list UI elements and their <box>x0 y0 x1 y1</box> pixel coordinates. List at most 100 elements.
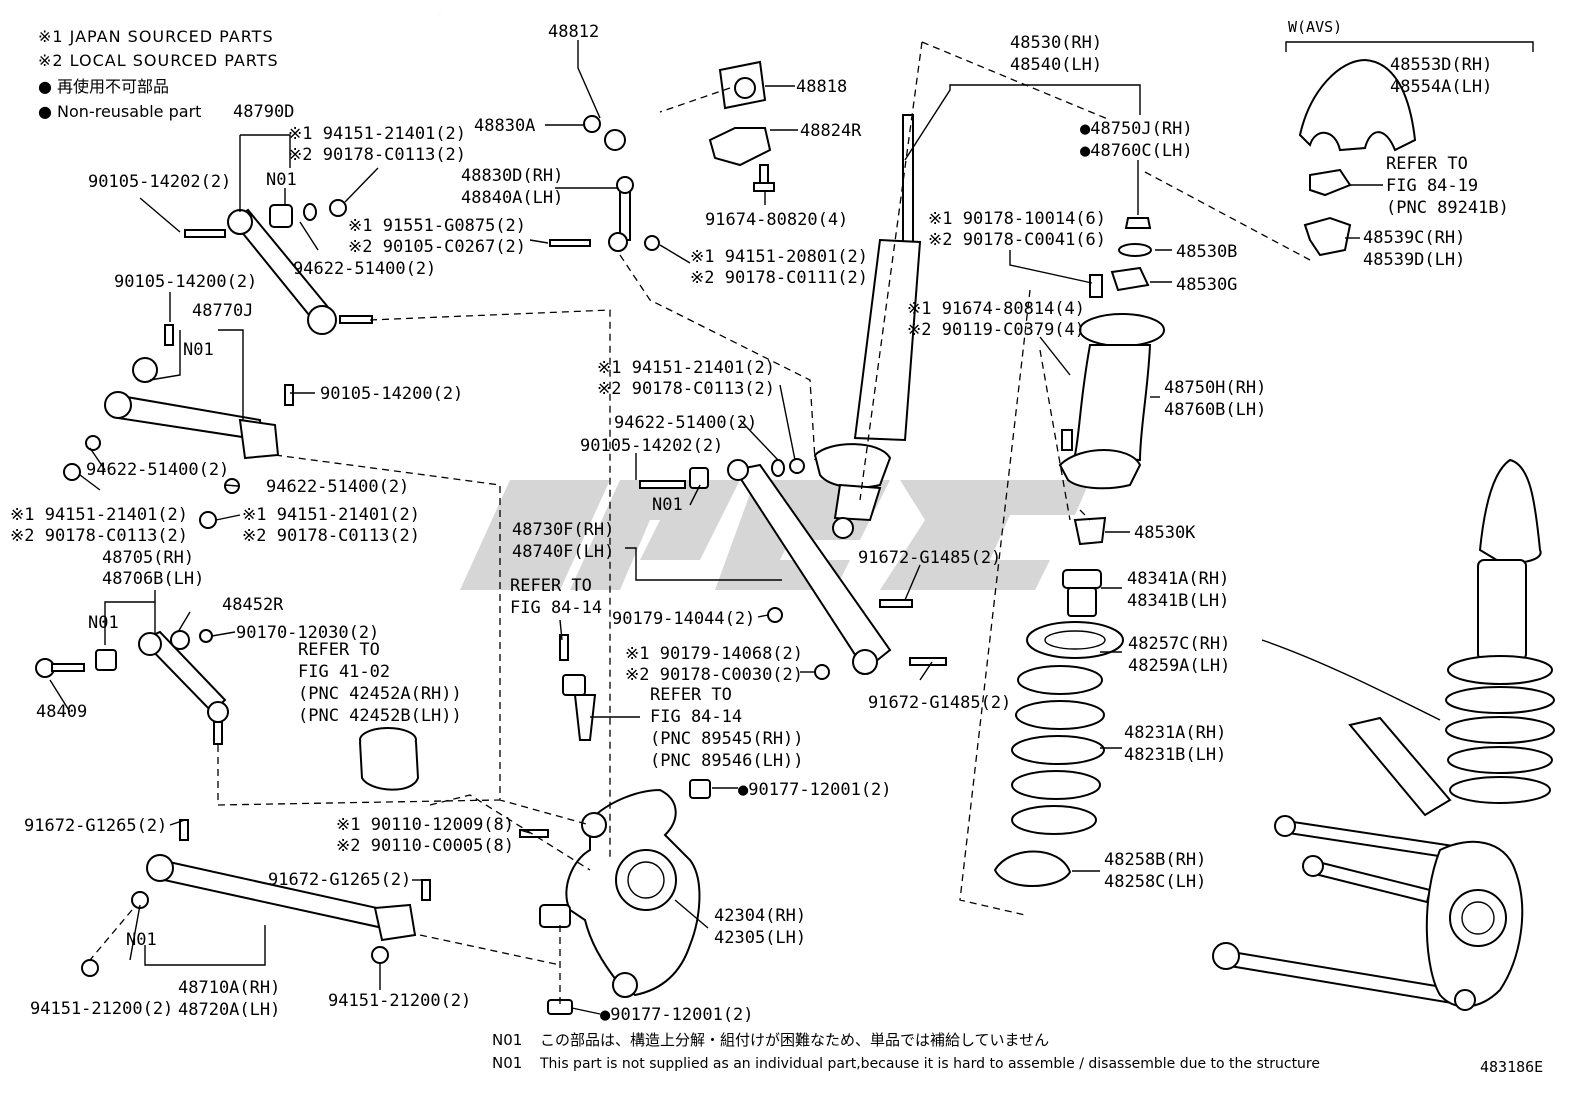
callout-91551-g0875: ※1 91551-G0875(2) <box>348 216 526 236</box>
callout-48231a: 48231A(RH) <box>1124 723 1226 743</box>
callout-42305: 42305(LH) <box>714 928 806 948</box>
footer-notes: N01 この部品は、構造上分解・組付けが困難なため、単品では補給していません N… <box>492 1031 1543 1076</box>
callout-48770j: 48770J <box>192 301 253 321</box>
rubber-boot <box>1298 58 1417 152</box>
callout-48530g: 48530G <box>1176 275 1237 295</box>
callout-90178-c0113-c: ※2 90178-C0113(2) <box>10 526 188 546</box>
refer-fig-41-02-line3: (PNC 42452A(RH)) <box>298 684 462 704</box>
callout-94151-21401-c: ※1 94151-21401(2) <box>10 505 188 525</box>
callout-48341a: 48341A(RH) <box>1127 569 1229 589</box>
footer-n01-ja-tag: N01 <box>492 1031 522 1049</box>
callout-94622-51400-a: 94622-51400(2) <box>293 259 436 279</box>
callout-90170-12030: 90170-12030(2) <box>236 623 379 643</box>
callout-48812: 48812 <box>548 22 599 42</box>
callout-48540-lh: 48540(LH) <box>1010 55 1102 75</box>
callout-94622-51400-c: 94622-51400(2) <box>86 460 229 480</box>
callout-48530-rh: 48530(RH) <box>1010 33 1102 53</box>
stabilizer-bar <box>439 11 663 153</box>
callout-48840a: 48840A(LH) <box>461 188 563 208</box>
callout-48830a: 48830A <box>474 116 535 136</box>
callout-90178-c0030: ※2 90178-C0030(2) <box>625 665 803 685</box>
callout-90178-10014: ※1 90178-10014(6) <box>928 209 1106 229</box>
callout-90105-14200-b: 90105-14200(2) <box>320 384 463 404</box>
refer-fig-84-14-b-line1: REFER TO <box>650 685 732 705</box>
callout-90178-c0113-a: ※2 90178-C0113(2) <box>288 145 466 165</box>
toe-control-arm-48790d <box>184 199 373 335</box>
callout-48539d: 48539D(LH) <box>1363 250 1465 270</box>
callout-48554a: 48554A(LH) <box>1390 77 1492 97</box>
callout-90178-c0111: ※2 90178-C0111(2) <box>690 268 868 288</box>
callout-48730f: 48730F(RH) <box>512 520 614 540</box>
callout-48720a: 48720A(LH) <box>178 1000 280 1020</box>
callout-91672-g1485-b: 91672-G1485(2) <box>868 693 1011 713</box>
footer-n01-ja-text: この部品は、構造上分解・組付けが困難なため、単品では補給していません <box>540 1031 1049 1049</box>
callout-48341b: 48341B(LH) <box>1127 591 1229 611</box>
lateral-arm-48705 <box>35 629 229 745</box>
lower-arm-48710a <box>81 819 431 977</box>
bound-stopper-48341 <box>1062 569 1102 617</box>
label-n01-e: N01 <box>126 930 157 950</box>
legend-non-reusable-en: ● Non-reusable part <box>38 102 201 121</box>
callout-48750j: ●48750J(RH) <box>1080 119 1193 139</box>
callout-90110-c0005: ※2 90110-C0005(8) <box>336 836 514 856</box>
legend-local-sourced: ※2 LOCAL SOURCED PARTS <box>38 51 279 70</box>
upper-spring-seat-48257 <box>1026 621 1124 659</box>
callout-48706b: 48706B(LH) <box>102 569 204 589</box>
refer-fig-84-14-b-line2: FIG 84-14 <box>650 707 742 727</box>
callout-94151-21401-b: ※1 94151-21401(2) <box>597 358 775 378</box>
legend-japan-sourced: ※1 JAPAN SOURCED PARTS <box>38 27 274 46</box>
label-n01-a: N01 <box>266 170 297 190</box>
callout-48258b: 48258B(RH) <box>1104 850 1206 870</box>
callout-94622-51400-d: 94622-51400(2) <box>266 477 409 497</box>
bushing-48530g <box>1089 266 1150 298</box>
callout-90105-14202-b: 90105-14202(2) <box>580 436 723 456</box>
callout-91672-g1485-a: 91672-G1485(2) <box>858 548 1001 568</box>
refer-fig-84-14-a-line1: REFER TO <box>510 576 592 596</box>
callout-42304: 42304(RH) <box>714 906 806 926</box>
part-callouts: 48790D 48812 48818 48824R 48830A 48830D(… <box>10 22 1509 1025</box>
refer-fig-41-02-line2: FIG 41-02 <box>298 662 390 682</box>
callout-94622-51400-b: 94622-51400(2) <box>614 413 757 433</box>
variant-bracket <box>1285 41 1534 52</box>
callout-48710a: 48710A(RH) <box>178 978 280 998</box>
callout-48530b: 48530B <box>1176 242 1237 262</box>
stabilizer-link <box>549 176 660 252</box>
callout-90119-c0379: ※2 90119-C0379(4) <box>907 320 1085 340</box>
callout-48231b: 48231B(LH) <box>1124 745 1226 765</box>
callout-90179-14044: 90179-14044(2) <box>612 609 755 629</box>
refer-fig-84-19-line1: REFER TO <box>1386 154 1468 174</box>
callout-48259a: 48259A(LH) <box>1128 656 1230 676</box>
upper-arm-48770j <box>63 324 294 529</box>
bumper-48530k <box>1073 516 1107 546</box>
callout-90179-14068: ※1 90179-14068(2) <box>625 644 803 664</box>
refer-fig-84-19-line3: (PNC 89241B) <box>1386 198 1509 218</box>
refer-fig-41-02-line1: REFER TO <box>298 640 380 660</box>
refer-fig-84-19-line2: FIG 84-19 <box>1386 176 1478 196</box>
callout-94151-21401-d: ※1 94151-21401(2) <box>242 505 420 525</box>
callout-90177-12001-b: ●90177-12001(2) <box>600 1005 754 1025</box>
callout-90110-12009: ※1 90110-12009(8) <box>336 815 514 835</box>
callout-91672-g1265-b: 91672-G1265(2) <box>268 870 411 890</box>
callout-94151-21401-a: ※1 94151-21401(2) <box>288 124 466 144</box>
bolt-91674 <box>753 164 775 192</box>
rear-axle-carrier-42304 <box>519 779 711 1015</box>
callout-48790d: 48790D <box>233 102 294 122</box>
callout-90105-14202-a: 90105-14202(2) <box>88 172 231 192</box>
callout-48530k: 48530K <box>1134 523 1196 543</box>
refer-fig-41-02-line4: (PNC 42452B(LH)) <box>298 706 462 726</box>
callout-48760b: 48760B(LH) <box>1164 400 1266 420</box>
callout-90178-c0113-b: ※2 90178-C0113(2) <box>597 379 775 399</box>
callout-91674-80814: ※1 91674-80814(4) <box>907 299 1085 319</box>
callout-48750h: 48750H(RH) <box>1164 378 1266 398</box>
callout-48257c: 48257C(RH) <box>1128 634 1230 654</box>
callout-94151-21200-b: 94151-21200(2) <box>328 991 471 1011</box>
shock-absorber <box>813 114 922 539</box>
callout-48740f: 48740F(LH) <box>512 542 614 562</box>
variant-label: W(AVS) <box>1288 18 1342 36</box>
callout-94151-20801: ※1 94151-20801(2) <box>690 247 868 267</box>
refer-fig-84-14-a-line2: FIG 84-14 <box>510 598 602 618</box>
callout-90105-c0267: ※2 90105-C0267(2) <box>348 237 526 257</box>
stabilizer-bushing <box>718 60 767 110</box>
callout-91672-g1265-a: 91672-G1265(2) <box>24 816 167 836</box>
